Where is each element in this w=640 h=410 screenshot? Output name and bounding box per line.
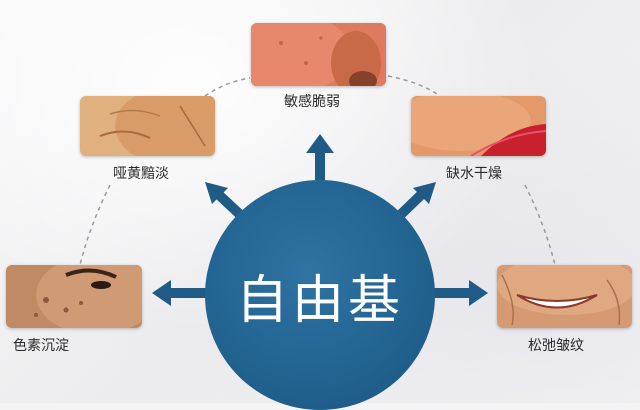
skin-image-sag [497, 265, 632, 328]
center-label: 自由基 [205, 258, 435, 333]
label-dry: 缺水干燥 [446, 163, 502, 183]
dashed-connector-top-right [388, 76, 440, 96]
dashed-connector-top-left [205, 78, 250, 96]
label-dull: 哑黄黯淡 [113, 163, 169, 183]
arrow-right [430, 280, 488, 306]
dashed-connector-left [80, 185, 110, 265]
label-sensitive: 敏感脆弱 [284, 91, 340, 111]
arrow-up [306, 134, 334, 184]
dashed-connector-right [525, 185, 555, 265]
skin-image-sensitive [251, 23, 386, 86]
label-pigment: 色素沉淀 [13, 335, 69, 355]
skin-image-dry [411, 96, 546, 156]
skin-image-dull [80, 96, 215, 156]
label-sag: 松弛皱纹 [528, 335, 584, 355]
arrow-left [152, 280, 210, 306]
skin-image-pigment [6, 265, 142, 328]
